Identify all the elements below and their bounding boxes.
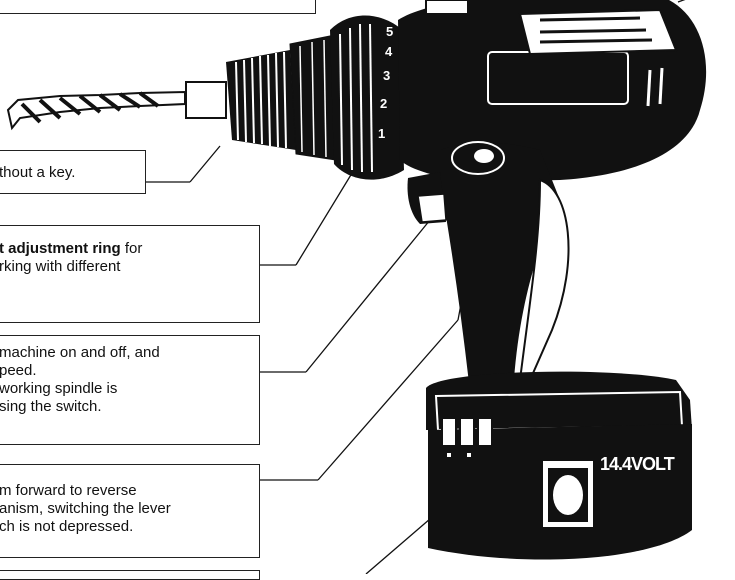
callout-reverse: m forward to reverse anism, switching th… — [0, 464, 260, 558]
drill-handle — [407, 141, 570, 392]
callout-reverse-line: ch is not depressed. — [0, 518, 134, 535]
callout-chuck-line: thout a key. — [0, 164, 76, 181]
battery-label-plate — [541, 459, 595, 529]
callout-reverse-line: m forward to reverse — [0, 482, 137, 499]
leader-reverse-2 — [317, 319, 459, 481]
callout-torque-after: for — [120, 240, 143, 257]
torque-ring-term: t adjustment ring — [0, 240, 121, 257]
callout-switch-line: machine on and off, and — [0, 344, 160, 361]
callout-top — [0, 0, 316, 14]
battery-pack: 14.4VOLT — [426, 371, 692, 560]
callout-switch-line: peed. — [0, 362, 37, 379]
torque-ring: 1 2 3 4 5 — [330, 15, 404, 180]
battery-slots — [441, 417, 493, 459]
torque-number: 3 — [383, 68, 390, 83]
leader-top-right — [677, 0, 686, 3]
callout-battery — [0, 570, 260, 580]
callout-switch-line: working spindle is — [0, 380, 118, 397]
leader-torque-2 — [295, 159, 361, 266]
torque-numbers: 1 2 3 4 5 — [378, 24, 393, 141]
leader-switch-2 — [305, 219, 431, 373]
callout-torque: t adjustment ring for rking with differe… — [0, 225, 260, 323]
chuck — [185, 35, 337, 161]
drill-body — [398, 0, 707, 182]
torque-number: 1 — [378, 126, 385, 141]
drill-bit — [6, 90, 186, 131]
torque-number: 4 — [385, 44, 393, 59]
callout-torque-line: rking with different — [0, 258, 121, 275]
leader-chuck-2 — [189, 145, 221, 183]
callout-reverse-line: anism, switching the lever — [0, 500, 171, 517]
callout-torque-line: t adjustment ring for — [0, 240, 251, 258]
callout-chuck: thout a key. — [0, 150, 146, 194]
torque-number: 5 — [386, 24, 393, 39]
callout-switch: machine on and off, and peed. working sp… — [0, 335, 260, 445]
battery-voltage-label: 14.4VOLT — [600, 454, 675, 474]
callout-switch-line: sing the switch. — [0, 398, 102, 415]
torque-number: 2 — [380, 96, 387, 111]
